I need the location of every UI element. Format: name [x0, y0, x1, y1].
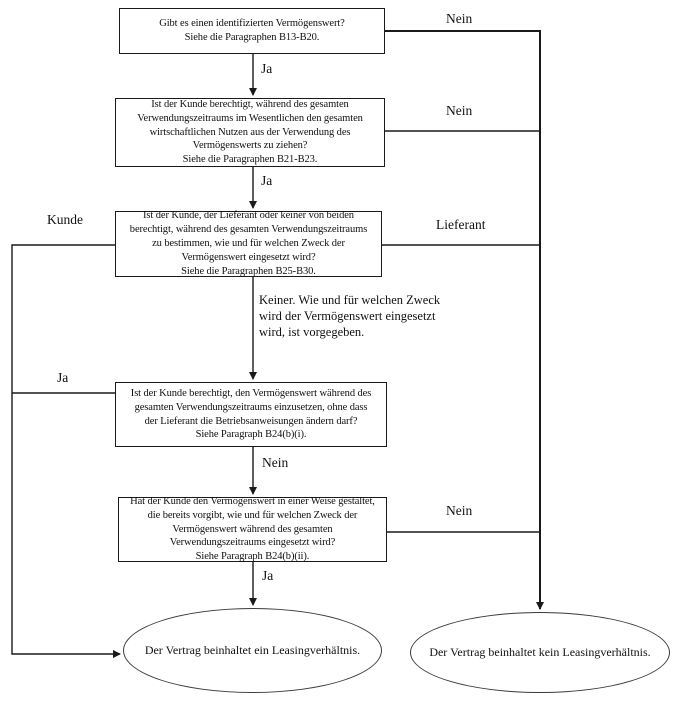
edge-q3-kunde-rail: [11, 244, 121, 658]
decision-box-economic-benefits: Ist der Kunde berechtigt, während des ge…: [115, 98, 385, 167]
edge-label-q1-nein: Nein: [446, 11, 473, 26]
decision-box-identified-asset: Gibt es einen identifizierten Vermögensw…: [119, 8, 385, 54]
decision-box-operate-without-supplier-change: Ist der Kunde berechtigt, den Vermögensw…: [115, 382, 387, 447]
edge-label-q5-nein: Nein: [446, 503, 473, 518]
edge-label-q3-lieferant: Lieferant: [436, 217, 486, 232]
edge-label-q5-ja: Ja: [262, 568, 274, 583]
edge-q1-nein-rail: [385, 30, 544, 610]
terminal-no-lease: Der Vertrag beinhaltet kein Leasingverhä…: [410, 612, 670, 693]
edge-label-q3-kunde: Kunde: [47, 212, 83, 227]
edge-label-q4-nein: Nein: [262, 455, 289, 470]
terminal-contains-lease: Der Vertrag beinhaltet ein Leasingverhäl…: [123, 608, 382, 693]
edge-label-q4-ja: Ja: [57, 370, 69, 385]
edge-label-q2-ja: Ja: [261, 173, 273, 188]
edge-label-q2-nein: Nein: [446, 103, 473, 118]
decision-box-predesigned-asset: Hat der Kunde den Vermögenswert in einer…: [118, 496, 387, 562]
decision-box-right-to-direct-use: Ist der Kunde, der Lieferant oder keiner…: [115, 210, 382, 277]
edge-label-q3-keiner: Keiner. Wie und für welchen Zweck wird d…: [259, 293, 441, 339]
edge-label-q1-ja: Ja: [261, 61, 273, 76]
